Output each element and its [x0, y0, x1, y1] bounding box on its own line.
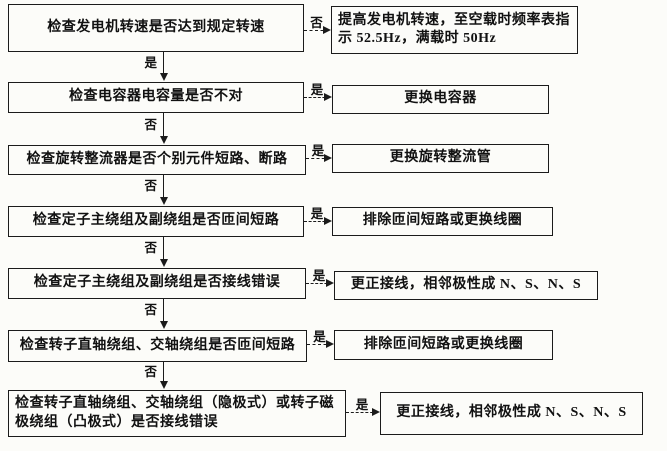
arrowhead-right-icon	[324, 217, 332, 225]
arrowhead-down-icon	[160, 73, 168, 81]
down-arrow: 否	[144, 362, 168, 389]
down-arrow: 否	[144, 237, 168, 267]
action-box: 更换旋转整流管	[332, 144, 549, 173]
arrowhead-right-icon	[326, 340, 334, 348]
action-box: 排除匝间短路或更换线圈	[334, 330, 553, 360]
action-box: 更正接线，相邻极性成 N、S、N、S	[380, 392, 643, 435]
down-label: 否	[144, 303, 157, 317]
arrowhead-right-icon	[326, 279, 334, 287]
arrowhead-down-icon	[160, 321, 168, 329]
branch-label: 是	[313, 330, 326, 344]
down-arrow: 否	[144, 175, 168, 205]
action-box: 排除匝间短路或更换线圈	[332, 207, 553, 236]
down-label: 否	[144, 364, 157, 379]
branch-label: 是	[310, 207, 324, 221]
branch-arrow: 是	[304, 83, 332, 101]
arrowhead-down-icon	[160, 381, 168, 389]
action-box: 更正接线，相邻极性成 N、S、N、S	[334, 271, 598, 300]
down-arrow: 否	[144, 113, 168, 144]
arrowhead-right-icon	[324, 154, 332, 162]
down-arrow: 是	[144, 52, 168, 81]
action-box: 提高发电机转速，至空载时频率表指示 52.5Hz，满载时 50Hz	[331, 6, 578, 54]
down-label: 否	[144, 117, 157, 132]
branch-arrow: 是	[304, 207, 332, 225]
check-box: 检查旋转整流器是否个别元件短路、断路	[8, 145, 306, 175]
check-box: 检查转子直轴绕组、交轴绕组是否匝间短路	[8, 330, 307, 362]
branch-label: 是	[310, 83, 324, 97]
down-label: 否	[144, 179, 157, 193]
branch-label: 否	[310, 16, 323, 30]
branch-arrow: 否	[304, 16, 331, 34]
down-label: 否	[144, 241, 157, 255]
branch-arrow: 是	[307, 330, 334, 348]
branch-arrow: 是	[346, 398, 380, 416]
down-arrow: 否	[144, 299, 168, 329]
check-box: 检查定子主绕组及副绕组是否匝间短路	[8, 206, 304, 237]
check-box: 检查转子直轴绕组、交轴绕组（隐极式）或转子磁极绕组（凸极式）是否接线错误	[8, 390, 346, 437]
down-label: 是	[144, 55, 157, 70]
arrowhead-right-icon	[324, 93, 332, 101]
action-box: 更换电容器	[332, 85, 549, 114]
branch-label: 是	[312, 269, 326, 283]
arrowhead-down-icon	[160, 197, 168, 205]
check-box: 检查电容器电容量是否不对	[8, 82, 304, 113]
check-box: 检查定子主绕组及副绕组是否接线错误	[8, 268, 306, 299]
branch-arrow: 是	[306, 144, 332, 162]
branch-arrow: 是	[306, 269, 334, 287]
branch-label: 是	[355, 398, 369, 412]
arrowhead-right-icon	[323, 26, 331, 34]
check-box: 检查发电机转速是否达到规定转速	[8, 4, 304, 52]
arrowhead-down-icon	[160, 259, 168, 267]
arrowhead-right-icon	[372, 408, 380, 416]
arrowhead-down-icon	[160, 136, 168, 144]
branch-label: 是	[311, 144, 325, 158]
